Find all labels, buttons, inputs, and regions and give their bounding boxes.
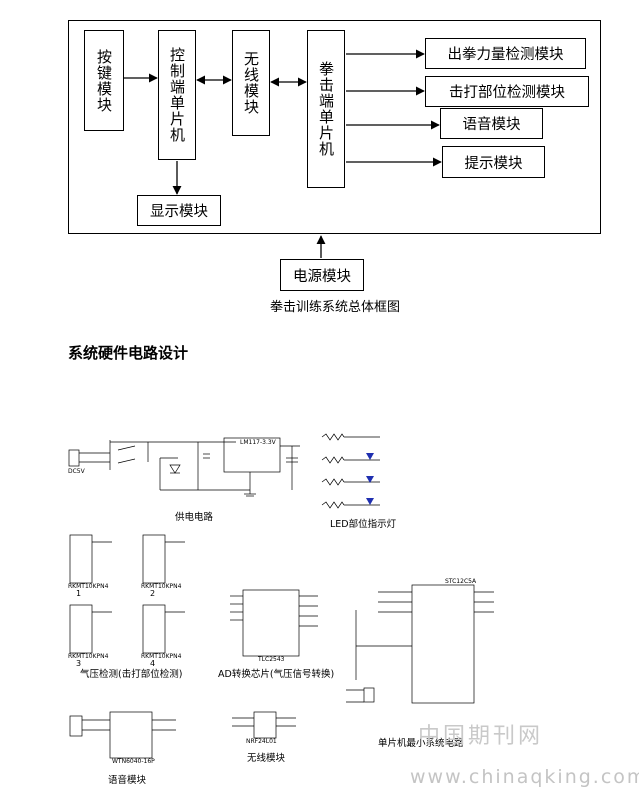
keys-module-box: 按键模块 <box>84 30 124 131</box>
sensor-number-2: 2 <box>150 589 156 598</box>
boxing-mcu-box: 拳击端单片机 <box>307 30 345 188</box>
voice-module-box: 语音模块 <box>440 108 543 139</box>
block-diagram: 按键模块 控制端单片机 无线模块 拳击端单片机 显示模块 出拳力量检测模块 击打… <box>0 0 639 320</box>
mcu-min-system-caption: 单片机最小系统电路 <box>378 738 464 749</box>
voice-module-label: 语音模块 <box>462 117 521 133</box>
wireless-module-label: 无线模块 <box>242 51 260 115</box>
power-module-box: 电源模块 <box>280 259 364 291</box>
regulator-label: LM117-3.3V <box>240 439 276 446</box>
voice-module-caption: 语音模块 <box>108 775 147 786</box>
ad-chip-label: TLC2543 <box>258 656 285 663</box>
watermark-url: www.chinaqking.com <box>410 766 639 788</box>
punch-force-label: 出拳力量检测模块 <box>447 47 564 63</box>
sensor-number-4: 4 <box>150 659 156 668</box>
section-title: 系统硬件电路设计 <box>68 344 189 362</box>
sensor-number-3: 3 <box>76 659 82 668</box>
schematic-wiring <box>68 433 494 759</box>
pressure-detect-caption: 气压检测(击打部位检测) <box>80 669 183 680</box>
sensor-part-2: RKMT10KPN4 <box>141 583 182 590</box>
boxing-mcu-label: 拳击端单片机 <box>317 61 335 157</box>
sensor-part-3: RKMT10KPN4 <box>68 653 109 660</box>
hit-position-label: 击打部位检测模块 <box>449 85 565 101</box>
control-mcu-label: 控制端单片机 <box>168 47 186 143</box>
voice-chip-label: WTN6040-16P <box>112 758 155 765</box>
diagram-caption: 拳击训练系统总体框图 <box>270 300 401 315</box>
control-mcu-box: 控制端单片机 <box>158 30 196 160</box>
punch-force-box: 出拳力量检测模块 <box>425 38 586 69</box>
dc-input-label: DC5V <box>68 468 85 475</box>
power-module-label: 电源模块 <box>293 268 351 285</box>
sensor-number-1: 1 <box>76 589 82 598</box>
wireless-module-caption: 无线模块 <box>247 753 286 764</box>
display-module-box: 显示模块 <box>137 195 221 226</box>
display-module-label: 显示模块 <box>150 204 208 220</box>
watermark-cn: 中国期刊网 <box>418 724 544 749</box>
wireless-chip-label: NRF24L01 <box>246 738 277 745</box>
prompt-module-label: 提示模块 <box>464 155 523 172</box>
diagram-arrows <box>124 49 442 258</box>
sensor-part-1: RKMT10KPN4 <box>68 583 109 590</box>
wireless-module-box: 无线模块 <box>232 30 270 136</box>
hit-position-box: 击打部位检测模块 <box>425 76 589 107</box>
prompt-module-box: 提示模块 <box>442 146 545 178</box>
sensor-part-4: RKMT10KPN4 <box>141 653 182 660</box>
power-circuit-caption: 供电电路 <box>175 512 214 523</box>
keys-module-label: 按键模块 <box>95 48 113 113</box>
ad-converter-caption: AD转换芯片(气压信号转换) <box>218 669 335 680</box>
schematic: DC5V LM117-3.3V 供电电路 LED部位指示灯 RKMT10KPN4… <box>0 420 639 792</box>
led-indicator-caption: LED部位指示灯 <box>330 519 397 530</box>
mcu-chip-label: STC12C5A <box>445 578 477 585</box>
